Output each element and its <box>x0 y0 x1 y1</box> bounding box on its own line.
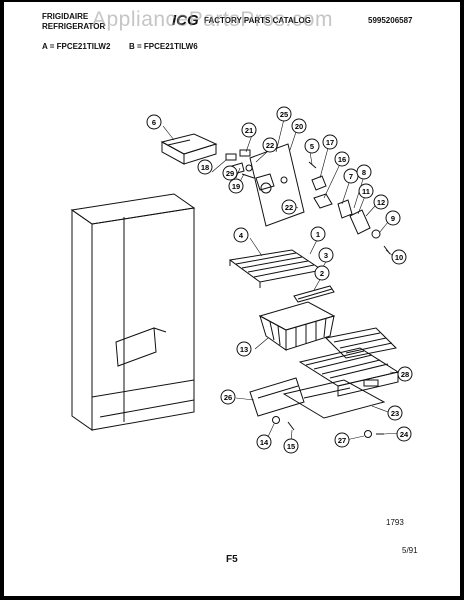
callout-number: 22 <box>285 203 293 212</box>
callout-bubble: 24 <box>396 426 412 442</box>
callouts: 6 21 22 25 20 5 17 16 18 29 19 22 7 8 11… <box>146 106 413 454</box>
callout-number: 1 <box>316 230 320 239</box>
callout-bubble: 17 <box>322 134 338 150</box>
callout-bubble: 6 <box>146 114 162 130</box>
part-crisper-cover <box>324 327 398 359</box>
drawing-number: 1793 <box>386 518 404 527</box>
callout-number: 12 <box>377 198 385 207</box>
brand-name: FRIGIDAIRE <box>42 12 89 21</box>
callout-number: 7 <box>349 172 353 181</box>
callout-bubble: 2 <box>314 265 330 281</box>
callout-number: 22 <box>266 141 274 150</box>
callout-bubble: 27 <box>334 432 350 448</box>
part-thermostat <box>308 161 333 209</box>
callout-number: 17 <box>326 138 334 147</box>
callout-number: 10 <box>395 253 403 262</box>
model-a: A = FPCE21TILW2 <box>42 42 111 51</box>
watermark: AppliancePartsPros.com <box>92 8 333 31</box>
callout-number: 8 <box>362 168 366 177</box>
callout-number: 25 <box>280 110 288 119</box>
callout-bubble: 13 <box>236 341 252 357</box>
part-shelf-rail <box>293 285 335 303</box>
callout-bubble: 1 <box>310 226 326 242</box>
callout-bubble: 26 <box>220 389 236 405</box>
callout-bubble: 14 <box>256 434 272 450</box>
callout-number: 9 <box>391 214 395 223</box>
callout-number: 5 <box>310 142 314 151</box>
callout-number: 2 <box>320 269 324 278</box>
callout-bubble: 7 <box>343 168 359 184</box>
callout-number: 6 <box>152 118 156 127</box>
part-tray <box>160 133 218 165</box>
callout-bubble: 25 <box>276 106 292 122</box>
callout-bubble: 22 <box>281 199 297 215</box>
callout-number: 23 <box>391 409 399 418</box>
catalog-title: FACTORY PARTS CATALOG <box>204 16 311 25</box>
callout-number: 14 <box>260 438 269 447</box>
callout-bubble: 8 <box>356 164 372 180</box>
callout-number: 11 <box>362 187 370 196</box>
callout-number: 26 <box>224 393 232 402</box>
callout-number: 27 <box>338 436 346 445</box>
callout-number: 3 <box>324 251 328 260</box>
callout-bubble: 18 <box>197 159 213 175</box>
callout-bubble: 16 <box>334 151 350 167</box>
callout-number: 18 <box>201 163 209 172</box>
callout-bubble: 9 <box>385 210 401 226</box>
part-hardware <box>225 149 255 179</box>
exploded-parts-drawing: 6 21 22 25 20 5 17 16 18 29 19 22 7 8 11… <box>70 106 413 454</box>
callout-bubble: 15 <box>283 438 299 454</box>
page-code: F5 <box>226 554 238 565</box>
callout-number: 16 <box>338 155 346 164</box>
model-b: B = FPCE21TILW6 <box>129 42 198 51</box>
callout-bubble: 19 <box>228 178 244 194</box>
part-cover-panel <box>249 377 305 417</box>
callout-bubble: 5 <box>304 138 320 154</box>
callout-number: 29 <box>226 169 234 178</box>
callout-number: 28 <box>401 370 409 379</box>
callout-number: 24 <box>400 430 409 439</box>
part-screws <box>272 416 384 438</box>
callout-number: 13 <box>240 345 248 354</box>
callout-bubble: 3 <box>318 247 334 263</box>
callout-number: 21 <box>245 126 253 135</box>
callout-bubble: 10 <box>391 249 407 265</box>
callout-bubble: 29 <box>222 165 238 181</box>
callout-bubble: 20 <box>291 118 307 134</box>
part-wire-shelf <box>228 249 324 288</box>
callout-number: 4 <box>239 231 244 240</box>
part-control-panel <box>249 143 305 227</box>
part-crisper-pan <box>298 347 400 397</box>
callout-bubble: 21 <box>241 122 257 138</box>
callout-number: 15 <box>287 442 295 451</box>
diagram-page: FRIGIDAIRE REFRIGERATOR ICG FACTORY PART… <box>4 2 460 596</box>
callout-bubble: 28 <box>397 366 413 382</box>
callout-bubble: 23 <box>387 405 403 421</box>
product-type: REFRIGERATOR <box>42 22 106 31</box>
part-bottom-plate <box>282 379 386 419</box>
icg-logo: ICG <box>172 12 199 29</box>
callout-bubble: 12 <box>373 194 389 210</box>
part-wire-basket <box>258 301 336 351</box>
callout-bubble: 4 <box>233 227 249 243</box>
callout-number: 19 <box>232 182 240 191</box>
catalog-date: 5/91 <box>402 546 418 555</box>
part-light-assembly <box>337 199 391 255</box>
callout-bubble: 22 <box>262 137 278 153</box>
callout-number: 20 <box>295 122 303 131</box>
cabinet <box>70 193 196 431</box>
catalog-number: 5995206587 <box>368 16 413 25</box>
callout-bubble: 11 <box>358 183 374 199</box>
